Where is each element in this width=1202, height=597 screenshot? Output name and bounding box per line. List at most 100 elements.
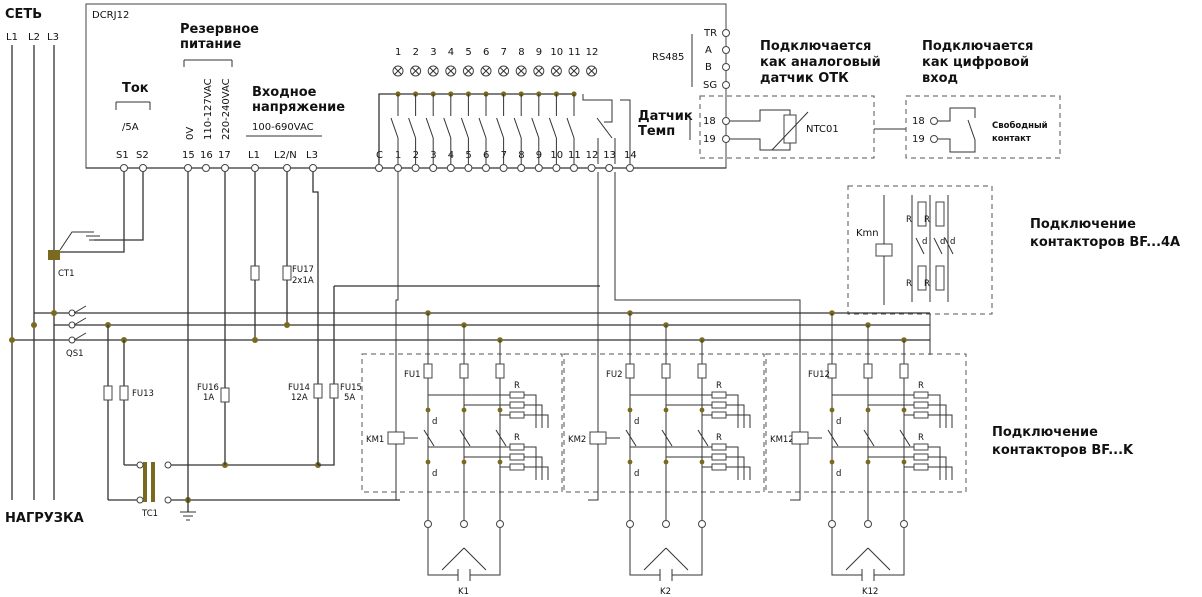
load-label: НАГРУЗКА [5, 511, 84, 526]
fu14-rating: 12A [291, 393, 308, 403]
left-terminals [120, 164, 317, 172]
bank-contact-label: d [836, 469, 841, 479]
resistor-wire [928, 414, 953, 428]
qs1-contact [68, 336, 76, 344]
bank-fuse [495, 363, 505, 379]
resistor-wire [726, 456, 745, 480]
output-terminal [626, 164, 634, 172]
backup-title-2: питание [180, 37, 241, 52]
resistor-wire [928, 466, 953, 480]
resistor-wire [524, 456, 543, 480]
relay-common-bus [378, 93, 576, 164]
digital-title-2: как цифровой [922, 55, 1029, 70]
cap-terminal [900, 520, 908, 528]
lamp-cross [464, 67, 473, 75]
relay-contact [425, 117, 434, 139]
lamp-cross [587, 67, 596, 75]
fu16-rating: 1A [203, 393, 214, 403]
cap-wire [427, 528, 458, 576]
tc1-core [151, 462, 155, 502]
bank-coil-label: KM12 [770, 435, 794, 445]
output-terminal [517, 164, 526, 172]
bank-resistor [509, 391, 525, 399]
lamp-cross [517, 67, 526, 75]
bf4a-contact-label: d [950, 237, 955, 247]
bank-res-label: R [918, 381, 924, 391]
fu13-left [103, 385, 113, 401]
tc1-transformer [136, 461, 172, 504]
cap-terminal [460, 520, 468, 528]
terminal-s2-label: S2 [136, 150, 149, 161]
digital-title-1: Подключается [922, 39, 1033, 54]
fu16-label: FU16 [197, 383, 219, 393]
bank-junction [865, 459, 871, 465]
fu17-right [282, 265, 292, 281]
resistor-wire [726, 394, 739, 428]
relay-contact [478, 117, 487, 139]
coil-control-wire [614, 172, 801, 432]
free-contact-note-2: контакт [992, 134, 1031, 144]
ct-wire [60, 172, 125, 253]
tc1-label: TC1 [141, 509, 158, 519]
terminal-l2n [283, 164, 291, 172]
terminal-l3 [309, 164, 317, 172]
terminal-17-label: 17 [218, 150, 231, 161]
bank-contact [495, 429, 507, 447]
temp-terminal-18: 18 [703, 116, 716, 127]
qs1-blade [73, 332, 87, 341]
fu15-rating: 5A [344, 393, 355, 403]
digital-wire [938, 138, 976, 153]
fu13-label: FU13 [132, 389, 154, 399]
qs1-blade [73, 305, 87, 314]
bf4a-contact-label: d [922, 237, 927, 247]
bf4a-resistor [935, 201, 945, 227]
bank-junction [865, 407, 871, 413]
cap-terminal [698, 520, 706, 528]
bank-resistor [711, 453, 727, 461]
fu17-rating: 2x1A [292, 276, 314, 286]
cap-terminal [828, 520, 836, 528]
relay-12-wire [582, 94, 613, 123]
backup-title-1: Резервное [180, 22, 259, 37]
input-range: 100-690VAC [252, 122, 314, 133]
junction [252, 337, 258, 343]
bank-resistor [711, 443, 727, 451]
lamp-cross [570, 67, 578, 75]
resistor-wire [928, 456, 947, 480]
cap-terminal [626, 520, 634, 528]
output-terminal [605, 164, 614, 172]
output-terminal [552, 164, 561, 172]
cap-label: K2 [660, 587, 671, 597]
bank-coil-label: KM1 [366, 435, 384, 445]
lamp-cross [446, 67, 455, 75]
output-terminal [375, 164, 383, 172]
bank-junction [425, 459, 431, 465]
bf4a-coil [875, 243, 893, 257]
bank-resistor [913, 401, 929, 409]
junction [31, 322, 37, 328]
lamp-number: 3 [430, 47, 436, 58]
qs1-contact [68, 321, 76, 329]
bf4a-title-2: контакторов BF...4A [1030, 235, 1180, 250]
terminal-16 [202, 164, 210, 172]
ntc-wire [730, 134, 791, 151]
fu15 [329, 383, 339, 399]
coil-return-wire [790, 444, 801, 501]
bank-resistor [509, 401, 525, 409]
backup-voltage-0: 0V [185, 127, 196, 140]
bank-fuse-label: FU12 [808, 370, 830, 380]
bank-junction [901, 459, 907, 465]
resistor-wire [928, 404, 947, 428]
rs485-label: RS485 [652, 52, 684, 63]
bank-resistor [711, 401, 727, 409]
output-terminal-label: C [376, 150, 383, 161]
analog-box [699, 95, 875, 159]
resistor-wire [928, 394, 941, 428]
free-contact-note-1: Свободный [992, 120, 1048, 131]
output-terminal-label: 12 [586, 150, 599, 161]
fu14-label: FU14 [288, 383, 310, 393]
junction [9, 337, 15, 343]
relay-14-wire [620, 99, 631, 164]
